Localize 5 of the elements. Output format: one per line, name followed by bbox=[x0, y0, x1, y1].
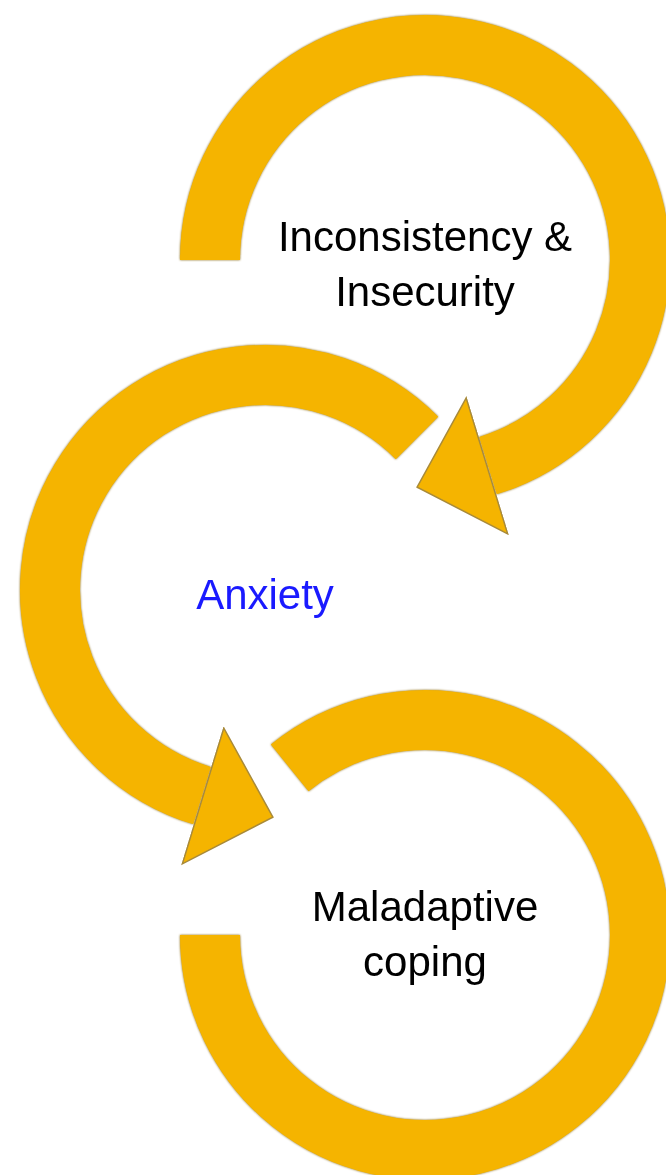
arrowhead bbox=[416, 397, 509, 535]
node-label: Maladaptive coping bbox=[310, 882, 540, 987]
node-label: Anxiety bbox=[196, 569, 334, 620]
arrowhead bbox=[181, 727, 274, 865]
node-label: Inconsistency & Insecurity bbox=[276, 212, 574, 317]
